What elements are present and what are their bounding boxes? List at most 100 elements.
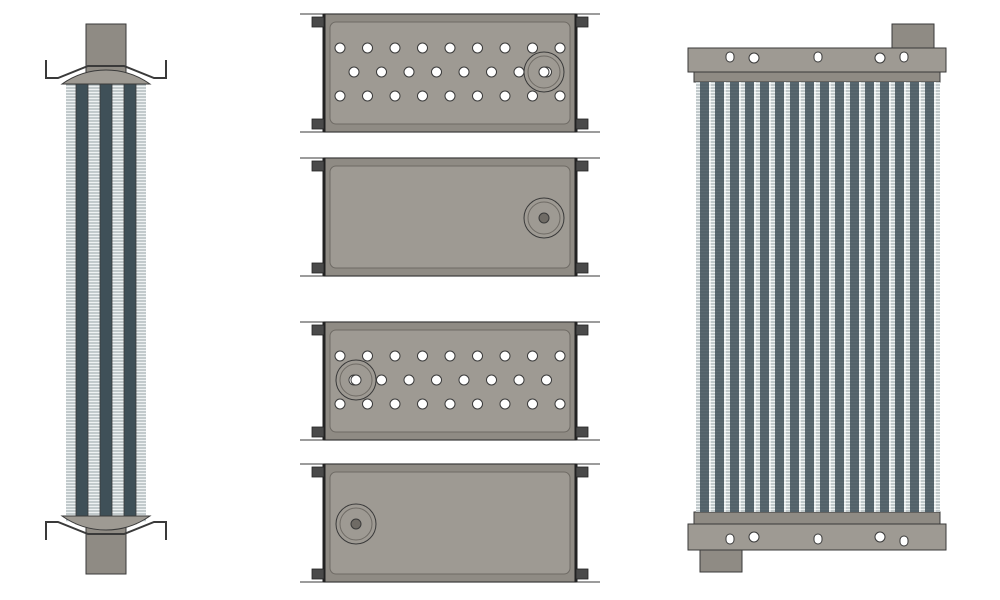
header-top-blank (300, 157, 600, 277)
front-top-flange (693, 71, 941, 83)
plate-tube-hole (417, 398, 428, 410)
header-bottom-blank (300, 463, 600, 583)
front-bottom-pipe (699, 547, 743, 573)
plate-tube-hole (444, 350, 456, 362)
plate-tube-hole (334, 398, 346, 410)
front-tube-group (700, 82, 936, 512)
front-tube (805, 82, 814, 512)
plate-tube-hole (362, 90, 373, 102)
plate-tube-hole (362, 350, 373, 362)
front-tube (880, 82, 889, 512)
plate-port-inner-ring (339, 507, 373, 541)
plate-bolt (311, 262, 325, 274)
plate-tube-hole (554, 350, 566, 362)
plate-bolt (575, 466, 589, 478)
plate-recess (329, 165, 571, 269)
plate-port-hole (350, 518, 362, 530)
plate-port-inner-ring (527, 55, 561, 89)
plate-tube-hole (334, 42, 346, 54)
plate-tube-hole (389, 350, 401, 362)
plate-tube-hole (499, 42, 511, 54)
plate-tube-hole (527, 90, 538, 102)
plate-tube-hole (513, 66, 525, 78)
plate-tube-hole (403, 374, 415, 386)
header-plate-group (300, 13, 600, 583)
plate-bolt (311, 160, 325, 172)
plate-bolt (311, 426, 325, 438)
plate-port-ring (523, 197, 565, 239)
header-top-perforated (300, 13, 600, 133)
plate-tube-hole (499, 398, 511, 410)
plate-tube-hole (334, 350, 346, 362)
plate-bolt (575, 324, 589, 336)
plate-port-hole (538, 212, 550, 224)
front-tube (730, 82, 739, 512)
side-tube-group (75, 77, 137, 525)
plate-tube-hole (334, 90, 346, 102)
side-tube (75, 77, 89, 525)
plate-tube-hole (513, 374, 525, 386)
plate-tube-hole (444, 42, 456, 54)
plate-tube-hole (389, 42, 401, 54)
plate-recess (329, 21, 571, 125)
header-bottom-perforated (300, 321, 600, 441)
plate-tube-hole (541, 374, 552, 386)
front-top-mount-holes (725, 51, 909, 64)
plate-tube-hole (431, 374, 442, 386)
plate-tube-hole (554, 42, 566, 54)
side-bottom-bracket (45, 521, 167, 540)
plate-tube-hole (472, 90, 483, 102)
plate-bolt (575, 118, 589, 130)
plate-tube-hole (554, 90, 566, 102)
front-tube (865, 82, 874, 512)
side-top-tank (60, 69, 152, 85)
plate-tube-hole (499, 350, 511, 362)
plate-port-ring (335, 359, 377, 401)
front-tube (790, 82, 799, 512)
plate-tube-hole (472, 398, 483, 410)
plate-recess (329, 329, 571, 433)
plate-tube-hole (444, 398, 456, 410)
plate-bolt (311, 324, 325, 336)
front-tube (895, 82, 904, 512)
front-tube (910, 82, 919, 512)
front-tube (820, 82, 829, 512)
front-top-pipe (891, 23, 935, 51)
front-tube (850, 82, 859, 512)
front-tube (715, 82, 724, 512)
side-tube (99, 77, 113, 525)
plate-bolt (575, 160, 589, 172)
plate-bolt (311, 118, 325, 130)
plate-tube-hole (527, 350, 538, 362)
front-tube (760, 82, 769, 512)
side-bottom-tank (60, 515, 152, 531)
front-tube (700, 82, 709, 512)
plate-tube-hole (376, 374, 387, 386)
plate-tube-hole (499, 90, 511, 102)
plate-tube-hole (362, 42, 373, 54)
plate-tube-hole (431, 66, 442, 78)
plate-tube-hole (389, 90, 401, 102)
plate-tube-hole (458, 374, 470, 386)
plate-tube-hole (472, 42, 483, 54)
plate-tube-hole (417, 42, 428, 54)
plate-tube-hole (417, 350, 428, 362)
plate-tube-hole (417, 90, 428, 102)
side-view (45, 23, 167, 575)
plate-tube-hole (389, 398, 401, 410)
plate-recess (329, 471, 571, 575)
front-view (687, 23, 947, 573)
front-tube (775, 82, 784, 512)
side-tube (123, 77, 137, 525)
plate-tube-hole (486, 66, 497, 78)
front-bottom-mount-holes (725, 531, 909, 547)
plate-tube-hole (472, 350, 483, 362)
front-tube (745, 82, 754, 512)
front-bottom-flange (693, 511, 941, 525)
plate-tube-hole (527, 42, 538, 54)
plate-tube-hole (554, 398, 566, 410)
plate-port-ring (523, 51, 565, 93)
plate-bolt (575, 568, 589, 580)
plate-port-inner-ring (339, 363, 373, 397)
